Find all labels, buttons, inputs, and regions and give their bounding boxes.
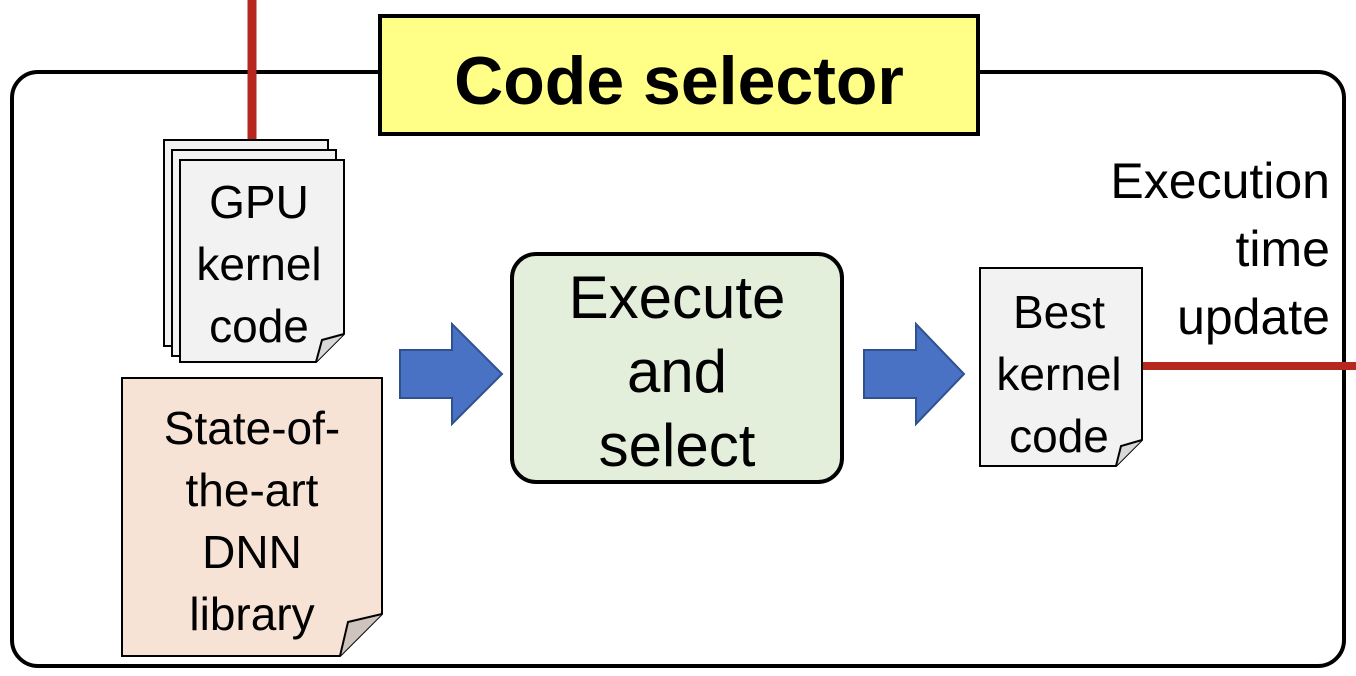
best-kernel-code-doc: Best kernel code (979, 267, 1143, 467)
title-box: Code selector (378, 14, 980, 136)
library-line-1: State-of- (164, 402, 340, 454)
process-line-3: select (599, 412, 756, 479)
process-line-1: Execute (569, 264, 786, 331)
right-arrow-icon-2 (863, 321, 966, 427)
process-line-2: and (627, 338, 727, 405)
gpu-kernel-line-1: GPU (209, 176, 309, 228)
execution-line-1: Execution (1110, 153, 1330, 209)
best-kernel-line-3: code (1009, 410, 1109, 462)
gpu-kernel-code-doc: GPU kernel code (163, 139, 345, 363)
library-line-4: library (189, 588, 314, 640)
best-kernel-line-1: Best (1013, 286, 1105, 338)
library-line-2: the-art (186, 464, 319, 516)
right-arrow-icon (399, 321, 504, 427)
gpu-kernel-line-3: code (209, 300, 309, 352)
library-line-3: DNN (202, 526, 302, 578)
execution-time-update-label: Execution time update (1110, 153, 1330, 345)
dnn-library-doc: State-of- the-art DNN library (121, 377, 383, 657)
execution-line-2: time (1236, 221, 1330, 277)
execute-and-select-box: Execute and select (510, 252, 844, 484)
gpu-kernel-line-2: kernel (196, 238, 321, 290)
execution-line-3: update (1177, 289, 1330, 345)
best-kernel-line-2: kernel (996, 348, 1121, 400)
title-text: Code selector (454, 43, 904, 119)
